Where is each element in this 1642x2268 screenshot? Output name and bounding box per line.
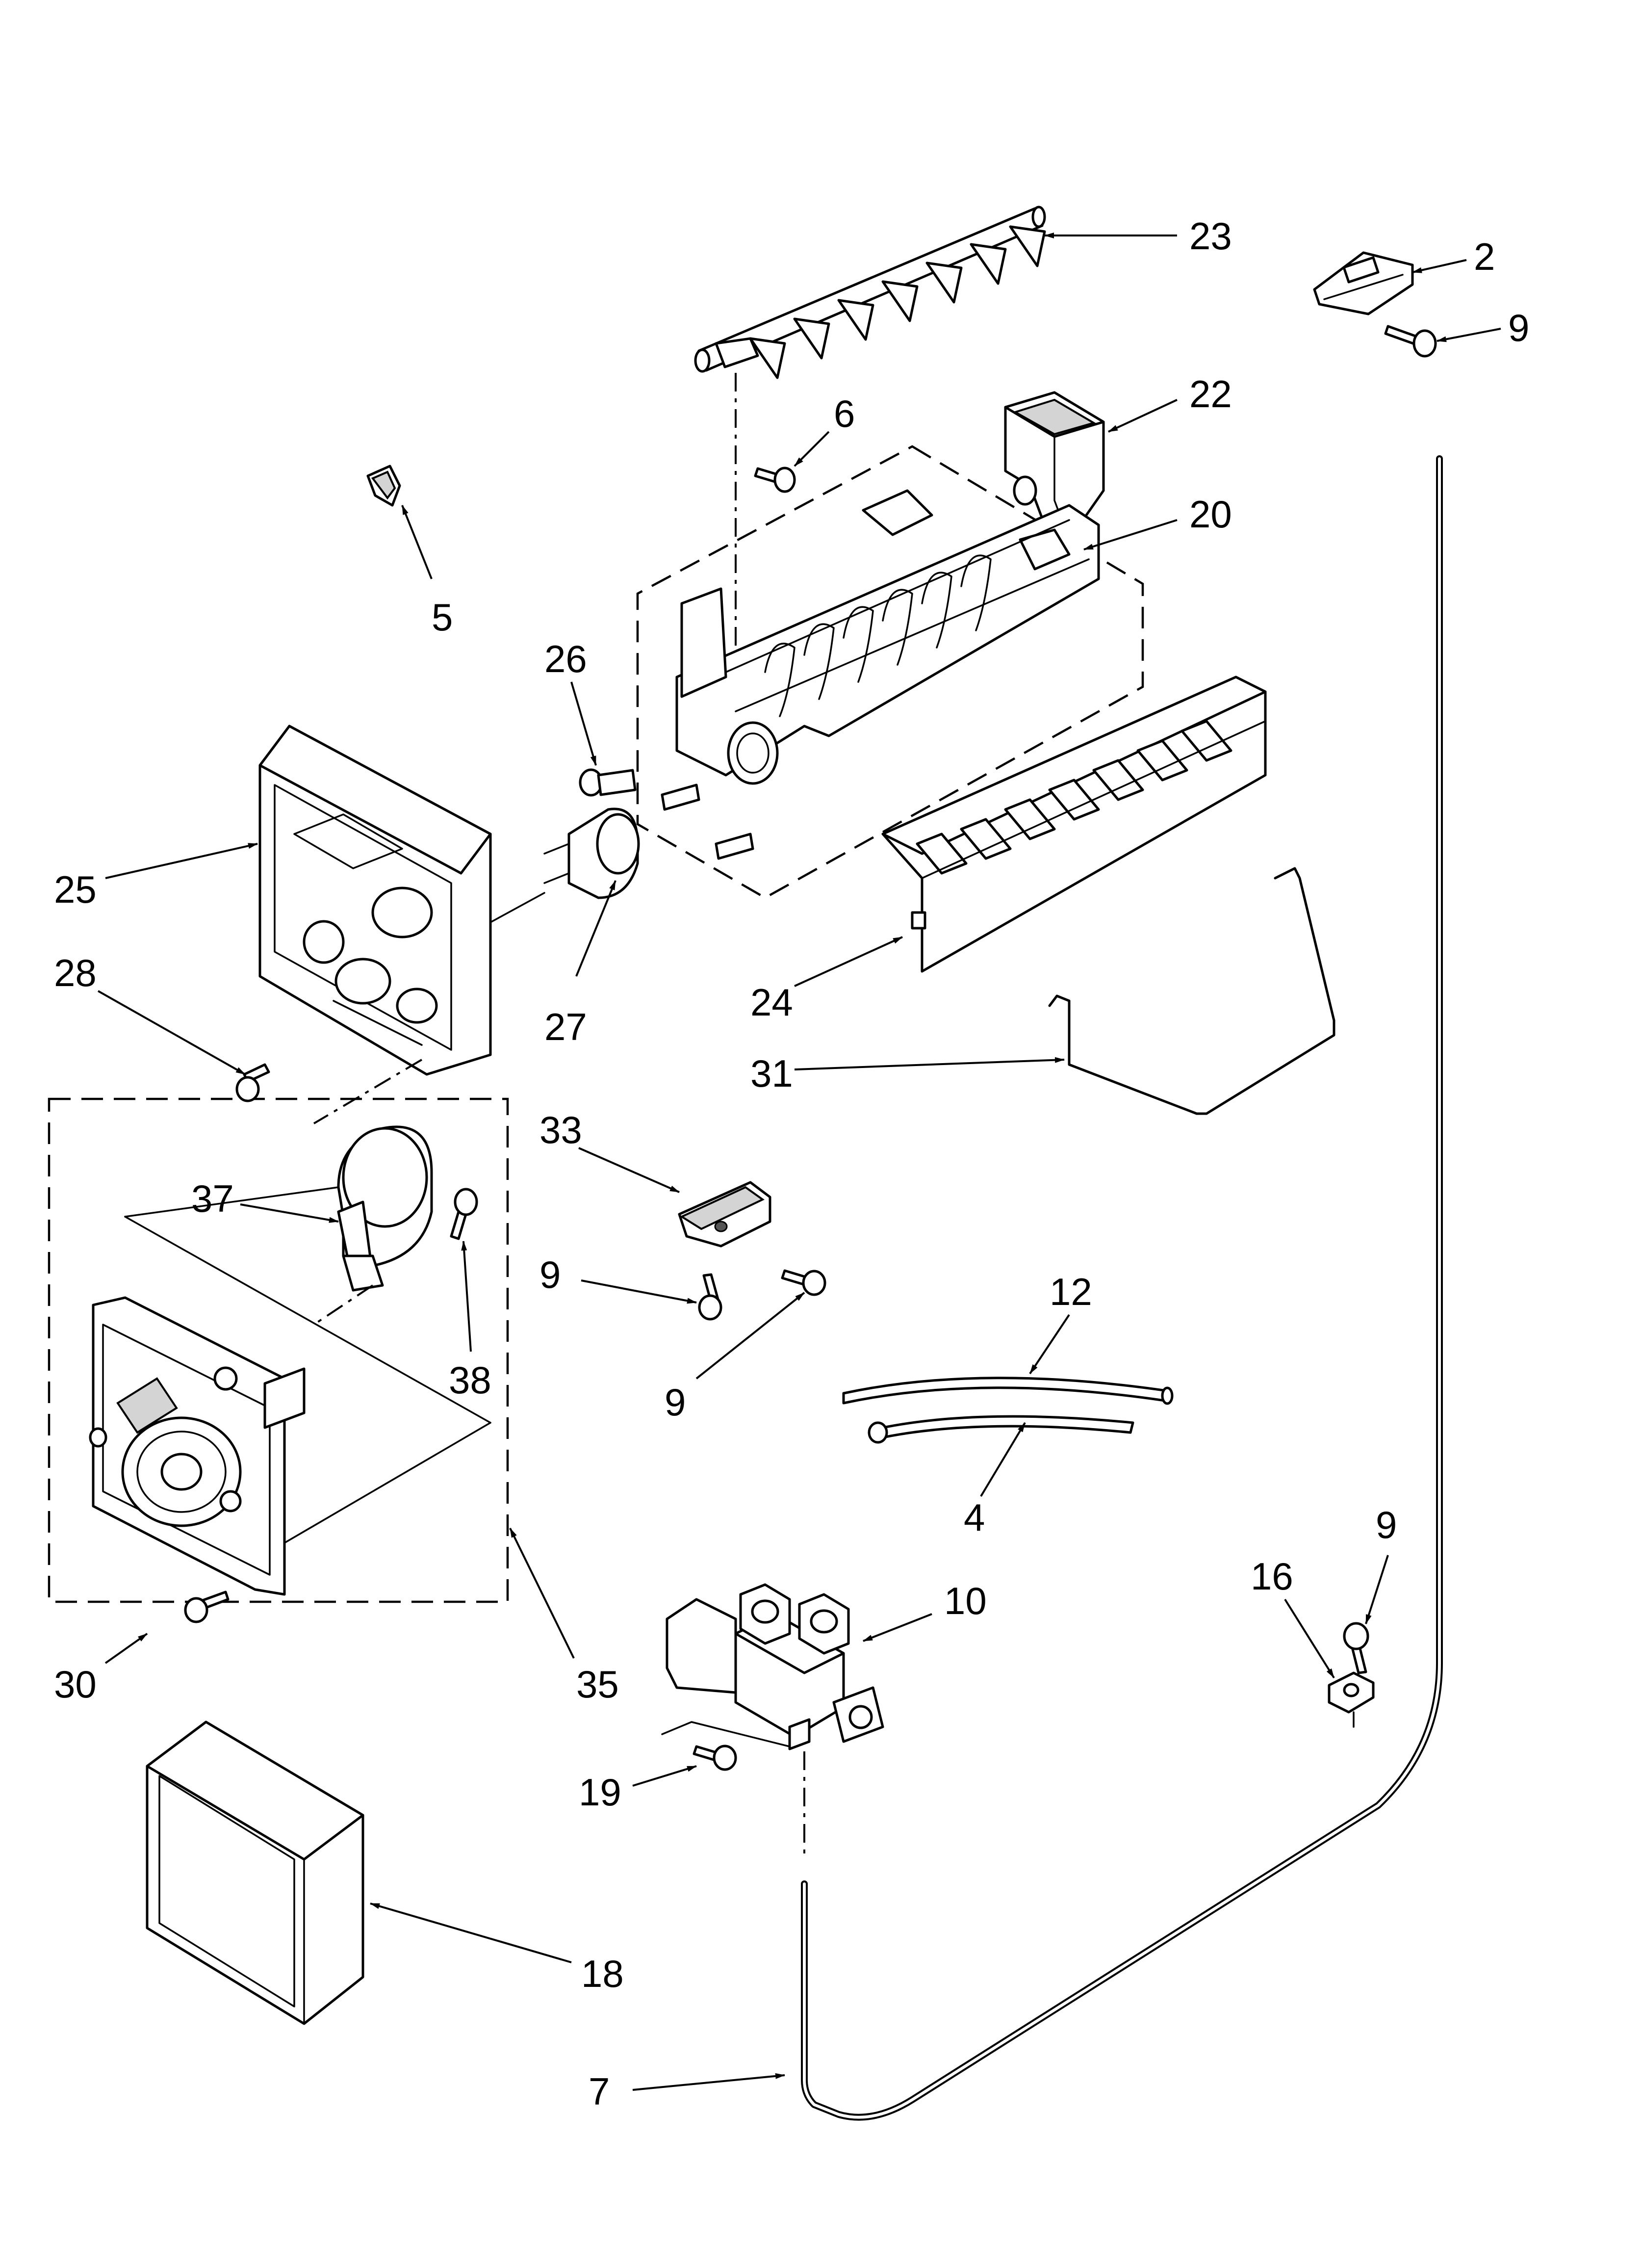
callout-9: 9: [665, 1381, 686, 1424]
callout-9: 9: [1376, 1503, 1397, 1546]
callout-35: 35: [576, 1663, 619, 1706]
callout-30: 30: [54, 1663, 97, 1706]
water-valve-part-10: [661, 1583, 884, 1750]
screw-part-38: [450, 1188, 478, 1240]
stripper-part-24: [881, 676, 1267, 973]
ice-maker-assembly-outline: [636, 445, 1144, 899]
fill-tube-part-12: [842, 1377, 1174, 1405]
pad-part-18: [146, 1721, 364, 2025]
thermostat-part-27: [543, 808, 640, 899]
callout-2: 2: [1474, 235, 1495, 278]
housing-part-25: [258, 725, 545, 1076]
callout-18: 18: [581, 1952, 624, 1995]
ejector-part-23: [694, 206, 1046, 379]
cover-clip-part-33: [678, 1181, 771, 1248]
module-part-35: [89, 1186, 491, 1596]
callout-19: 19: [579, 1771, 621, 1814]
module-assembly-35-outline: [48, 1097, 509, 1603]
bracket-part-2: [1313, 251, 1414, 315]
callout-12: 12: [1050, 1270, 1092, 1313]
callout-6: 6: [834, 392, 855, 435]
clip-part-5: [366, 465, 401, 507]
screw-part-9-left: [698, 1273, 722, 1321]
callout-26: 26: [544, 637, 587, 680]
callout-16: 16: [1251, 1555, 1293, 1598]
callout-4: 4: [964, 1496, 985, 1539]
callout-37: 37: [191, 1177, 234, 1220]
screw-part-6: [754, 467, 796, 493]
motor-part-37: [337, 1125, 433, 1292]
tube-part-4: [868, 1415, 1134, 1444]
mold-part-20: [661, 489, 1100, 860]
callout-23: 23: [1189, 214, 1232, 258]
callout-31: 31: [750, 1052, 793, 1095]
screw-part-9-right: [781, 1269, 826, 1296]
callout-25: 25: [54, 868, 97, 911]
callout-27: 27: [544, 1005, 587, 1048]
callout-24: 24: [750, 981, 793, 1024]
callout-38: 38: [449, 1358, 491, 1402]
screw-part-9-top: [1384, 325, 1437, 358]
callout-10: 10: [944, 1579, 987, 1622]
callout-20: 20: [1189, 493, 1232, 536]
callout-33: 33: [539, 1108, 582, 1151]
callout-28: 28: [54, 951, 97, 994]
screw-part-30: [184, 1590, 230, 1623]
shutoff-arm-part-31: [1048, 867, 1335, 1115]
screw-part-19: [693, 1745, 737, 1771]
callout-7: 7: [589, 2070, 610, 2113]
screw-part-9-lower-right: [1343, 1622, 1369, 1674]
callout-9: 9: [539, 1253, 561, 1296]
screw-part-28: [235, 1063, 270, 1102]
clamp-part-16: [1328, 1671, 1375, 1728]
water-tube-part-7: [801, 455, 1443, 2121]
callout-5: 5: [432, 596, 453, 639]
callout-22: 22: [1189, 372, 1232, 416]
callout-9: 9: [1508, 306, 1529, 349]
fill-cup-part-22: [1004, 391, 1105, 541]
fitting-part-26: [579, 768, 637, 797]
